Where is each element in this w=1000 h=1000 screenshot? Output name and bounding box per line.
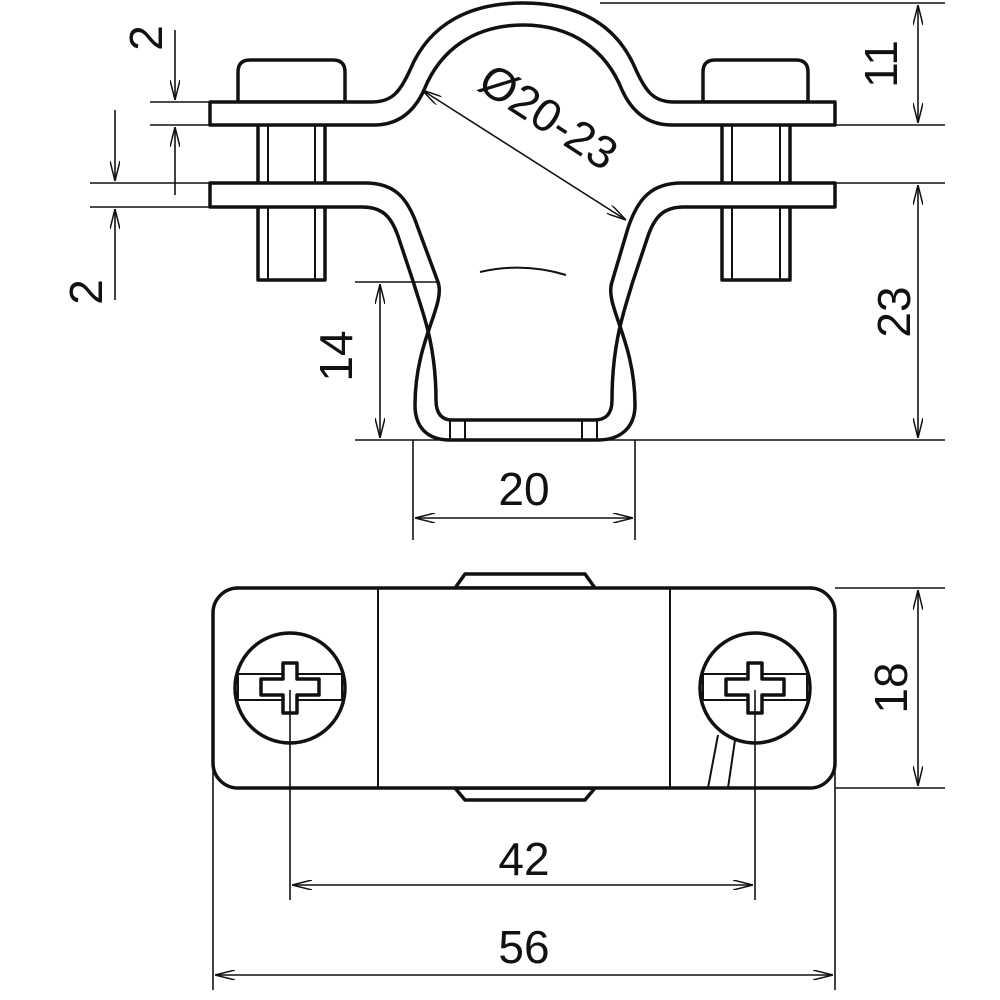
left-bolt-head [236, 58, 347, 104]
right-bolt-head [701, 58, 810, 104]
dim-label-arch-height: 11 [855, 40, 907, 88]
dim-label-lower-height: 23 [868, 286, 920, 337]
dim-label-overall-length: 56 [498, 921, 549, 973]
dim-label-diameter: Ø20-23 [470, 53, 627, 180]
dim-label-thickness-upper: 2 [120, 25, 172, 51]
plan-view: 18 42 56 [211, 572, 945, 990]
pipe-outline [479, 266, 567, 276]
dim-label-u-width: 20 [498, 463, 549, 515]
dim-label-bolt-spacing: 42 [498, 833, 549, 885]
right-screw-icon [698, 631, 812, 745]
left-screw-icon [233, 631, 347, 745]
dim-label-u-height: 14 [310, 330, 362, 381]
dim-line-diameter [422, 90, 626, 220]
dim-label-width: 18 [865, 662, 917, 713]
plan-extension-lines [212, 587, 945, 990]
clamp-body [211, 586, 837, 790]
lower-strap [208, 181, 837, 442]
dim-label-thickness-lower: 2 [60, 279, 112, 305]
front-view: 2 2 11 23 14 20 Ø20-23 [60, 1, 945, 540]
top-tab [453, 572, 597, 590]
bottom-tab [453, 786, 597, 802]
extension-lines [90, 2, 945, 540]
